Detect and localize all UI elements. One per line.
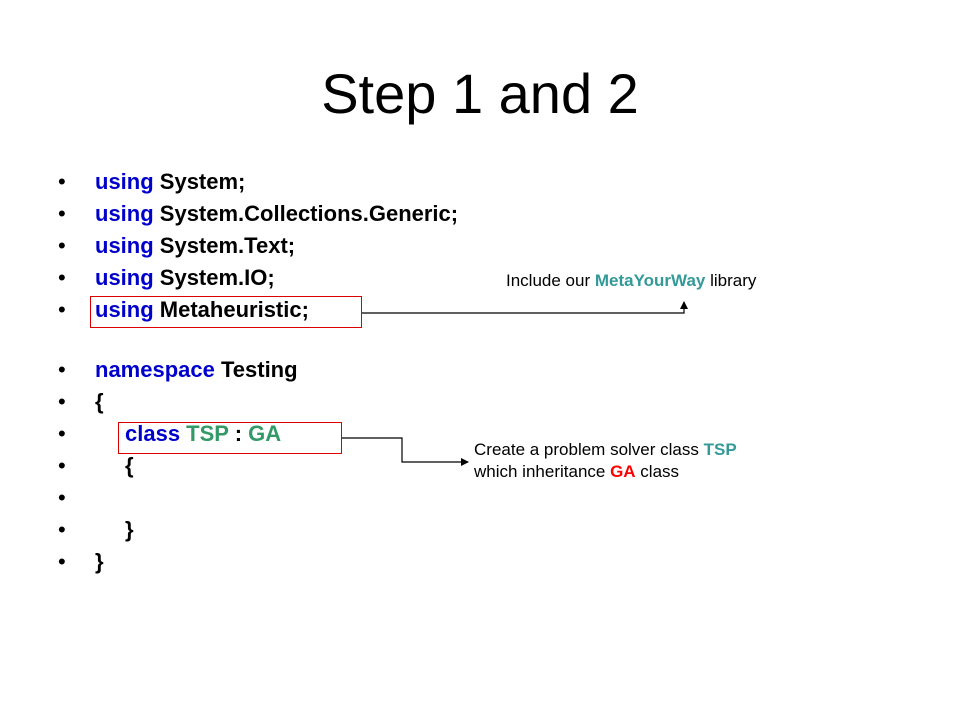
code-line-empty: •	[58, 482, 95, 514]
brace: {	[95, 389, 104, 414]
library-connector-arrow	[362, 301, 688, 314]
code-line-using-generic: • using System.Collections.Generic;	[58, 198, 458, 230]
bullet-icon: •	[58, 453, 66, 478]
solver-note: Create a problem solver class TSP which …	[474, 440, 737, 481]
keyword: class	[125, 421, 181, 446]
bullet-icon: •	[58, 389, 66, 414]
library-note: Include our MetaYourWay library	[506, 271, 757, 290]
inheritance-separator: :	[228, 421, 249, 446]
code-line-inner-open: • {	[58, 450, 134, 482]
bullet-icon: •	[58, 517, 66, 542]
keyword: using	[95, 201, 154, 226]
bullet-icon: •	[58, 169, 66, 194]
solver-class-name: TSP	[703, 440, 737, 459]
code-line-open-brace: • {	[58, 386, 104, 418]
using-metaheuristic-highlight-box	[90, 296, 362, 328]
slide-title: Step 1 and 2	[321, 62, 639, 125]
code-line-class: • class TSP : GA	[58, 418, 281, 450]
library-name: MetaYourWay	[594, 271, 706, 290]
class-declaration-highlight-box	[118, 422, 342, 454]
bullet-icon: •	[58, 233, 66, 258]
namespace-ref: System.Collections.Generic;	[153, 201, 459, 226]
namespace-ref: System;	[153, 169, 246, 194]
code-line-namespace: • namespace Testing	[58, 354, 298, 386]
bullet-icon: •	[58, 357, 66, 382]
keyword: using	[95, 265, 154, 290]
code-line-using-io: • using System.IO;	[58, 262, 275, 294]
code-listing: • using System; • using System.Collectio…	[58, 166, 458, 578]
bullet-icon: •	[58, 485, 66, 510]
bullet-icon: •	[58, 201, 66, 226]
keyword: using	[95, 169, 154, 194]
brace: {	[125, 453, 134, 478]
brace: }	[125, 517, 134, 542]
namespace-ref: System.Text;	[153, 233, 296, 258]
bullet-icon: •	[58, 549, 66, 574]
keyword: using	[95, 233, 154, 258]
code-line-outer-close: • }	[58, 546, 104, 578]
base-class-highlight: GA	[610, 462, 636, 481]
solver-connector-arrow	[342, 437, 469, 466]
code-line-inner-close: • }	[58, 514, 134, 546]
bullet-icon: •	[58, 421, 66, 446]
namespace-ref: System.IO;	[153, 265, 275, 290]
base-class-name: GA	[248, 421, 282, 446]
keyword: using	[95, 297, 154, 322]
code-line-using-system: • using System;	[58, 166, 245, 198]
code-line-using-text: • using System.Text;	[58, 230, 295, 262]
class-name: TSP	[180, 421, 229, 446]
keyword: namespace	[95, 357, 215, 382]
brace: }	[95, 549, 104, 574]
bullet-icon: •	[58, 265, 66, 290]
namespace-name: Testing	[214, 357, 298, 382]
bullet-icon: •	[58, 297, 66, 322]
code-line-using-metaheuristic: • using Metaheuristic;	[58, 294, 309, 326]
namespace-ref: Metaheuristic;	[153, 297, 309, 322]
